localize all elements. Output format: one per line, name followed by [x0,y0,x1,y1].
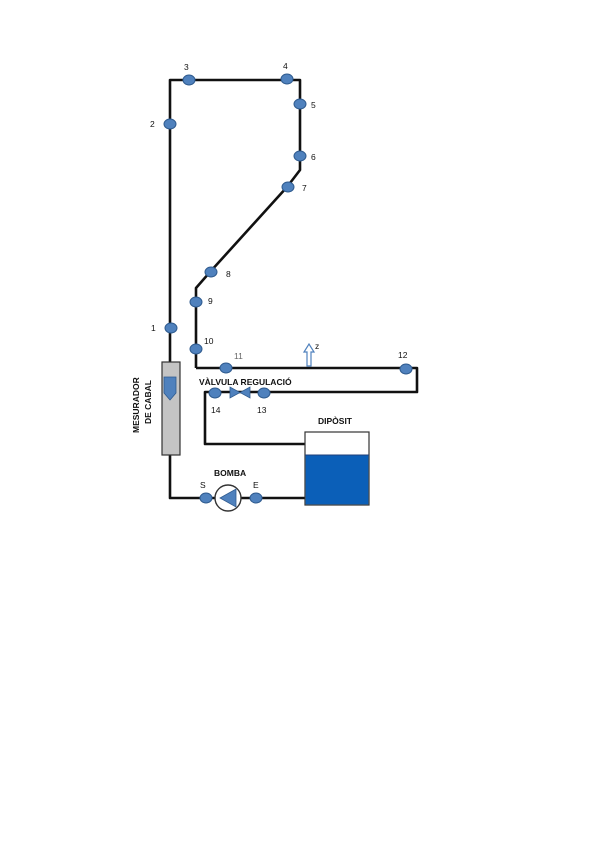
tank [304,431,370,506]
flow-meter-label-line2: DE CABAL [143,380,153,424]
point-5-dot [293,98,307,110]
point-14-dot [208,387,222,399]
flow-meter-icon [163,376,177,401]
point-6-label: 6 [311,152,316,162]
pump-impeller [219,488,237,508]
point-8-label: 8 [226,269,231,279]
pump-label: BOMBA [214,468,246,478]
point-5-label: 5 [311,100,316,110]
point-2-dot [163,118,177,130]
height-arrow [302,342,316,367]
pipe-return-line [196,366,419,446]
flow-meter-label-line1: MESURADOR [131,377,141,433]
point-10-dot [189,343,203,355]
point-e-label: E [253,480,259,490]
pump [214,484,242,512]
point-13-label: 13 [257,405,267,415]
point-13-dot [257,387,271,399]
point-11-label: 11 [234,351,243,361]
pipe-main-loop [168,78,302,368]
valve-icon [229,386,251,399]
tank-label: DIPÒSIT [318,415,353,426]
point-14-label: 14 [211,405,221,415]
valve [229,386,251,399]
flow-meter-body [161,361,181,456]
point-s-dot [199,492,213,504]
pipe-network [168,78,419,500]
point-9-label: 9 [208,296,213,306]
point-2-label: 2 [150,119,155,129]
point-9-dot [189,296,203,308]
flow-meter [161,361,181,456]
point-7-label: 7 [302,183,307,193]
point-1-label: 1 [151,323,156,333]
point-7-dot [281,181,295,193]
point-8-dot [204,266,218,278]
point-e-dot [249,492,263,504]
point-4-label: 4 [283,61,288,71]
point-12-dot [399,363,413,375]
point-3-label: 3 [184,62,189,72]
point-s-label: S [200,480,206,490]
up-arrow-icon [302,342,316,367]
point-6-dot [293,150,307,162]
tank-water [305,455,369,505]
point-4-dot [280,73,294,85]
point-1-dot [164,322,178,334]
valve-label: VÀLVULA REGULACIÓ [199,376,292,387]
point-3-dot [182,74,196,86]
point-10-label: 10 [204,336,214,346]
point-11-dot [219,362,233,374]
point-12-label: 12 [398,350,408,360]
point-labels: 1 2 3 4 5 6 7 8 9 10 11 12 13 14 S E [150,61,408,490]
measurement-points [163,73,413,504]
height-marker-label: z [315,341,319,351]
